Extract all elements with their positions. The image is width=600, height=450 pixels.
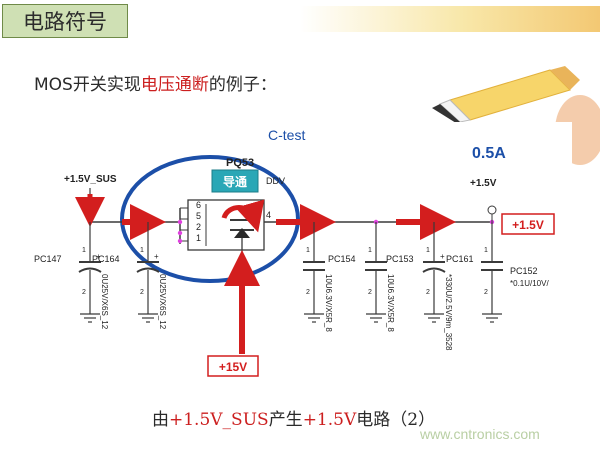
cap-value: *330U/2.5V/9m_3528 — [444, 274, 453, 351]
subtitle-part1: MOS开关实现 — [34, 75, 141, 95]
conduct-label: 导通 — [223, 174, 247, 189]
capacitor-pc153: 1 2 PC153 10U6.3V/X5R_8 — [365, 222, 414, 332]
mosfet-suffix: DDV — [266, 176, 285, 186]
input-net-label: +1.5V_SUS — [64, 174, 117, 185]
cap-ref: PC154 — [328, 254, 356, 264]
cap-value: *0.1U/10V/ — [510, 279, 549, 288]
capacitor-pc152: 1 2 PC152 *0.1U/10V/ — [481, 222, 549, 323]
schematic-title: C-test — [268, 127, 305, 143]
pin-label: 1 — [196, 233, 201, 243]
watermark: www.cntronics.com — [420, 426, 540, 442]
pin-label: 4 — [266, 210, 271, 220]
caption-part2: +1.5V_SUS — [169, 410, 269, 430]
svg-text:+: + — [96, 252, 101, 261]
cap-pin2: 2 — [484, 289, 488, 296]
caption-part5: 电路（2） — [356, 410, 436, 430]
pin-label: 6 — [196, 200, 201, 210]
cap-pin1: 1 — [306, 247, 310, 254]
mosfet-ref: PQ53 — [226, 157, 254, 169]
schematic: 6 5 2 1 4 3 导通 PQ53 DDV C-test 0.5A +1.5… — [28, 122, 572, 384]
cap-pin2: 2 — [426, 289, 430, 296]
svg-text:+: + — [440, 252, 445, 261]
cap-value: 10U6.3V/X5R_8 — [386, 274, 395, 332]
gate-voltage-text: +15V — [219, 360, 247, 374]
caption: 由+1.5V_SUS产生+1.5V电路（2） — [152, 405, 435, 430]
top-decoration-bar — [300, 6, 600, 32]
cap-ref: PC147 — [34, 254, 62, 264]
caption-part4: +1.5V — [302, 410, 357, 430]
capacitor-pc161: +1 2 PC161 *330U/2.5V/9m_3528 — [422, 222, 474, 351]
subtitle-highlight: 电压通断 — [140, 75, 209, 95]
cap-ref: PC164 — [92, 254, 120, 264]
heading: 电路符号 — [2, 4, 128, 38]
cap-pin2: 2 — [306, 289, 310, 296]
output-voltage-text: +1.5V — [512, 218, 544, 232]
caption-part3: 产生 — [268, 410, 303, 430]
output-voltage-box — [501, 213, 555, 235]
cap-pin1: 1 — [368, 247, 372, 254]
pin-label: 2 — [196, 222, 201, 232]
pen-illustration — [432, 66, 600, 165]
cap-pin1: 1 — [82, 247, 86, 254]
pin-label: 3 — [234, 268, 239, 278]
cap-pin2: 2 — [368, 289, 372, 296]
capacitor-pc154: 1 2 PC154 10U6.3V/X5R_8 — [303, 222, 356, 332]
caption-part1: 由 — [152, 410, 169, 430]
svg-text:+: + — [154, 252, 159, 261]
gate-voltage-box — [207, 355, 259, 377]
capacitor-group: +12PC1470U25V/X6S_12+12PC1640U25V/X6S_12… — [34, 222, 549, 351]
schematic-background — [28, 122, 572, 384]
cap-value: 10U6.3V/X5R_8 — [324, 274, 333, 332]
cap-pin2: 2 — [82, 289, 86, 296]
cap-ref: PC161 — [446, 254, 474, 264]
cap-value: 0U25V/X6S_12 — [100, 274, 109, 330]
cap-pin1: 1 — [484, 247, 488, 254]
subtitle-part3: 的例子： — [208, 75, 277, 95]
cap-value: 0U25V/X6S_12 — [158, 274, 167, 330]
pin-label: 5 — [196, 211, 201, 221]
curved-flow-arrow — [221, 199, 265, 233]
capacitor-pc147: +1 2 PC147 0U25V/X6S_12 — [34, 222, 109, 330]
cap-ref: PC153 — [386, 254, 414, 264]
capacitor-pc164: +1 2 PC164 0U25V/X6S_12 — [92, 222, 167, 330]
cap-pin2: 2 — [140, 289, 144, 296]
conduct-box — [211, 169, 259, 193]
cap-ref: PC152 — [510, 266, 538, 276]
subtitle: MOS开关实现电压通断的例子： — [34, 70, 277, 95]
cap-pin1: 1 — [426, 247, 430, 254]
output-net-label: +1.5V — [470, 178, 497, 189]
cap-pin1: 1 — [140, 247, 144, 254]
current-label: 0.5A — [472, 145, 506, 162]
